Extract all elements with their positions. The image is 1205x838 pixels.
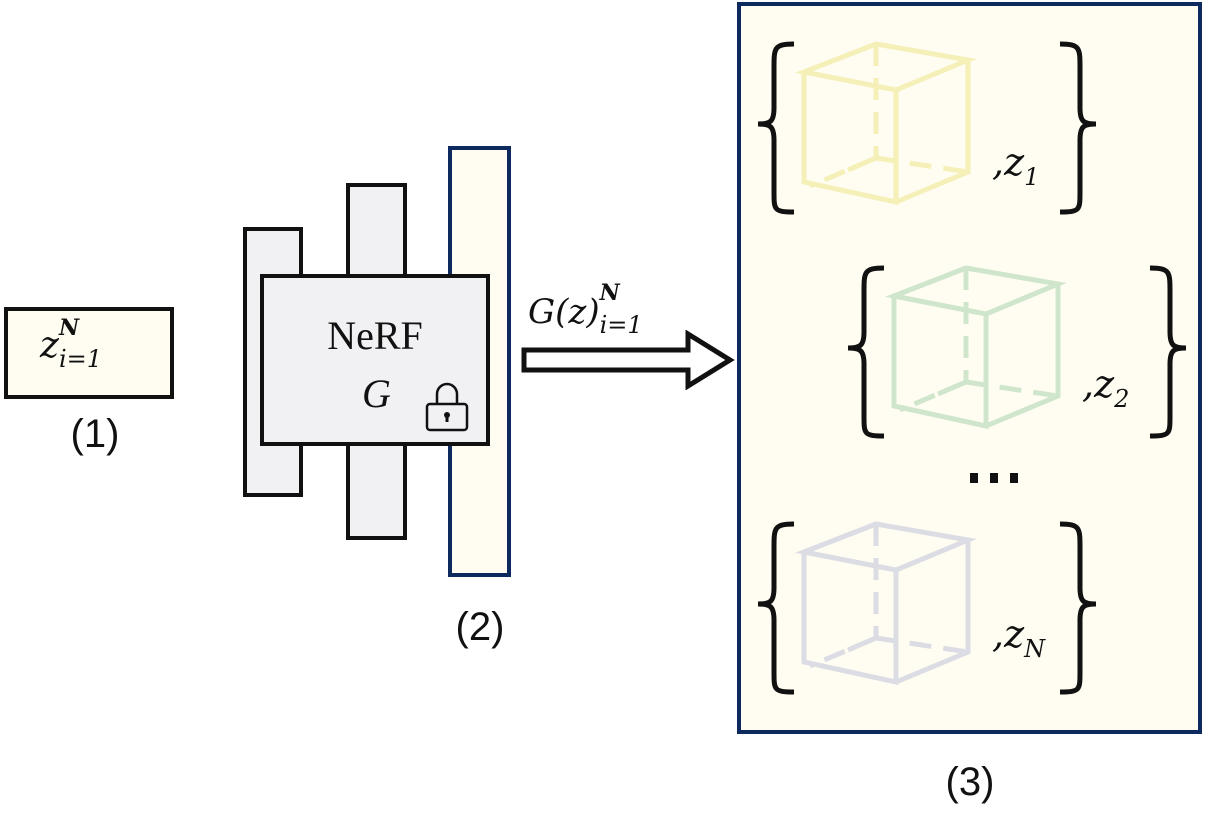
cube-icon (885, 265, 1067, 430)
right-brace (1149, 265, 1187, 439)
ellipsis (970, 470, 1030, 488)
right-brace (1059, 41, 1097, 215)
sample-n-latent: ,zN (992, 612, 1046, 663)
sample-2 (847, 265, 1187, 439)
latent-code-box (4, 307, 174, 399)
right-brace (1059, 521, 1097, 695)
sample-1-latent: ,z1 (992, 140, 1040, 191)
cube-icon (795, 41, 977, 206)
latent-base: z (40, 325, 59, 366)
output-subscript: i=1 (599, 311, 643, 339)
caption-stage-2: (2) (455, 605, 505, 649)
output-base: G(z) (528, 292, 600, 332)
lock-icon (425, 382, 469, 432)
cube-icon (795, 521, 977, 686)
latent-subscript: i=1 (58, 345, 103, 373)
caption-stage-3: (3) (945, 760, 995, 804)
left-brace (757, 41, 795, 215)
nerf-label: NeRF (327, 313, 423, 358)
caption-stage-1: (1) (70, 412, 120, 456)
left-brace (757, 521, 795, 695)
sample-2-latent: ,z2 (1082, 362, 1130, 413)
sample-1 (757, 41, 1097, 215)
generator-symbol: G (362, 371, 391, 416)
sample-n (757, 521, 1097, 695)
right-arrow-icon (521, 330, 735, 390)
latent-superscript: N (58, 315, 80, 341)
output-superscript: N (599, 280, 620, 306)
nerf-generator-box (260, 274, 490, 446)
left-brace (847, 265, 885, 439)
